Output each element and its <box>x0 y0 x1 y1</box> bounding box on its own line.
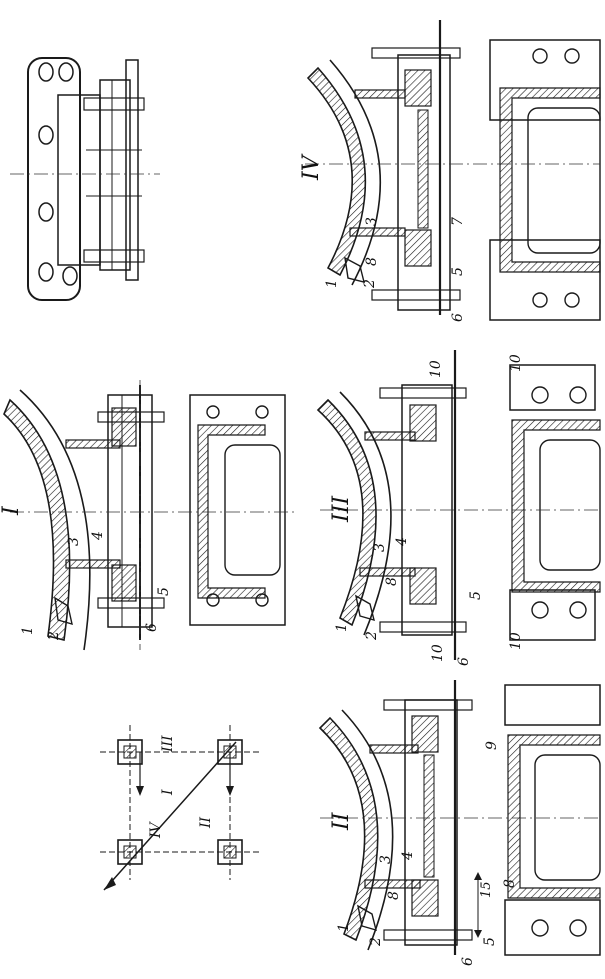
part-label-4: 4 <box>90 531 106 541</box>
part-label-4-ii: 4 <box>400 851 416 861</box>
part-label-8-iii: 8 <box>384 577 400 586</box>
part-label-2-ii: 2 <box>368 937 384 947</box>
part-label-7-iv: 7 <box>450 217 466 226</box>
part-label-10-iii-c: 10 <box>430 644 446 662</box>
part-label-2: 2 <box>46 631 62 641</box>
part-label-10-iii-d: 10 <box>508 632 524 650</box>
part-label-8-ii-b: 8 <box>502 879 518 888</box>
part-label-8-iv: 8 <box>364 257 380 266</box>
part-label-1-ii: 1 <box>336 923 352 932</box>
layout-scheme <box>100 725 260 891</box>
part-label-6-iv: 6 <box>450 313 466 322</box>
part-label-2-iv: 2 <box>362 279 378 289</box>
scheme-label-IV: IV <box>148 820 164 839</box>
section-label-II: II <box>329 811 354 831</box>
part-label-6: 6 <box>144 623 160 632</box>
section-label-III: III <box>329 495 354 523</box>
part-label-8-ii-a: 8 <box>386 891 402 900</box>
side-view-bracket <box>10 57 160 301</box>
part-label-1-iv: 1 <box>324 279 340 288</box>
part-label-3: 3 <box>66 537 82 546</box>
part-label-1-iii: 1 <box>334 623 350 632</box>
part-label-1: 1 <box>20 626 36 635</box>
scheme-label-I: I <box>160 789 176 796</box>
part-label-2-iii: 2 <box>364 631 380 641</box>
part-label-3-iv: 3 <box>364 217 380 226</box>
scheme-label-III: III <box>160 735 176 753</box>
section-label-IV: IV <box>299 153 324 181</box>
part-label-6-iii: 6 <box>456 657 472 666</box>
section-II <box>318 680 601 956</box>
section-I <box>3 380 295 651</box>
part-label-3-ii: 3 <box>378 855 394 864</box>
part-label-5-iv: 5 <box>450 267 466 276</box>
part-label-10-iii-a: 10 <box>428 360 444 378</box>
section-III <box>316 350 601 660</box>
part-label-5-ii: 5 <box>482 937 498 946</box>
part-label-4-iii: 4 <box>394 537 410 547</box>
scheme-label-II: II <box>198 816 214 829</box>
part-label-6-ii: 6 <box>460 957 476 966</box>
part-label-10-iii-b: 10 <box>508 354 524 372</box>
section-IV <box>305 20 601 321</box>
dimension-15: 15 <box>479 881 494 898</box>
section-label-I: I <box>0 505 24 516</box>
part-label-5-iii: 5 <box>468 591 484 600</box>
part-label-9-ii: 9 <box>484 741 500 750</box>
part-label-3-iii: 3 <box>372 543 388 552</box>
part-label-5: 5 <box>156 587 172 596</box>
